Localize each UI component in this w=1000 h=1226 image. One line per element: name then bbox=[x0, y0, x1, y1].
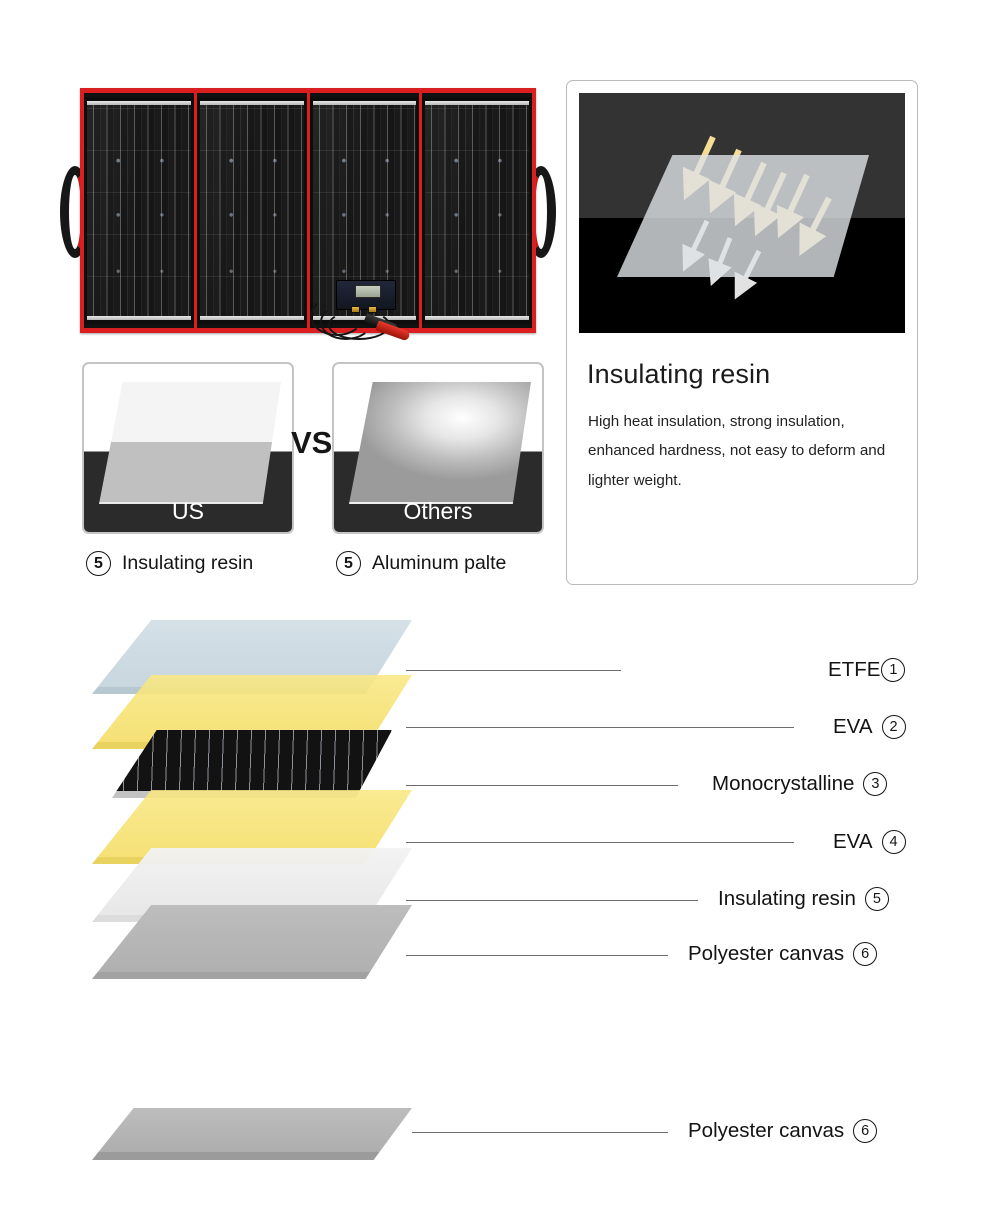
controller-lcd-screen bbox=[355, 285, 381, 298]
leader-line-monocrystalline bbox=[406, 785, 678, 786]
layer-label-eva-top-text: EVA bbox=[833, 715, 873, 738]
aluminum-plate-image bbox=[349, 382, 531, 504]
comparison-caption-us: 5 Insulating resin bbox=[86, 551, 253, 576]
comparison-badge-us: US bbox=[172, 498, 204, 524]
solar-panel-body bbox=[80, 88, 536, 333]
vs-separator-label: VS bbox=[291, 425, 333, 460]
charge-controller bbox=[336, 280, 396, 313]
layer-polyester-canvas bbox=[92, 905, 412, 979]
controller-port bbox=[368, 306, 377, 313]
layer-monocrystalline bbox=[112, 730, 392, 798]
leader-line-bottom-polyester-canvas bbox=[412, 1132, 668, 1133]
layer-label-etfe: ETFE 1 bbox=[828, 658, 906, 682]
layer-label-monocrystalline: Monocrystalline 3 bbox=[712, 772, 888, 796]
controller-port bbox=[351, 306, 360, 313]
layer-label-eva-top: EVA 2 bbox=[833, 715, 906, 739]
leader-line-insulating-resin bbox=[406, 900, 698, 901]
panel-fold bbox=[84, 93, 194, 328]
leader-line-polyester-canvas bbox=[406, 955, 668, 956]
comparison-caption-others-label: Aluminum palte bbox=[372, 552, 507, 574]
circled-number-icon: 6 bbox=[853, 942, 878, 966]
circled-number-icon: 5 bbox=[336, 551, 361, 576]
bottom-layer-label-text: Polyester canvas bbox=[688, 1119, 845, 1142]
cable bbox=[320, 304, 372, 340]
panel-fold bbox=[422, 93, 532, 328]
layer-label-polyester-canvas: Polyester canvas 6 bbox=[688, 942, 878, 966]
circled-number-icon: 6 bbox=[853, 1119, 878, 1143]
resin-card-body-text: High heat insulation, strong insulation,… bbox=[588, 413, 886, 489]
layer-label-eva-bottom: EVA 4 bbox=[833, 830, 906, 854]
layer-label-etfe-text: ETFE bbox=[828, 658, 881, 681]
layer-label-eva-bottom-text: EVA bbox=[833, 830, 873, 853]
circled-number-icon: 3 bbox=[863, 772, 888, 796]
bottom-layer-label: Polyester canvas 6 bbox=[688, 1119, 878, 1143]
insulating-resin-card: Insulating resin High heat insulation, s… bbox=[566, 80, 918, 585]
comparison-caption-us-label: Insulating resin bbox=[122, 552, 254, 574]
panel-fold bbox=[196, 93, 307, 328]
foldable-solar-panel-photo bbox=[58, 88, 558, 353]
comparison-card-others: Others bbox=[332, 362, 544, 534]
circled-number-icon: 5 bbox=[86, 551, 111, 576]
comparison-badge-others: Others bbox=[403, 498, 473, 524]
circled-number-icon: 5 bbox=[864, 887, 889, 911]
leader-line-eva-bottom bbox=[406, 842, 794, 843]
layer-label-polyester-canvas-text: Polyester canvas bbox=[688, 942, 845, 965]
circled-number-icon: 4 bbox=[881, 830, 906, 854]
comparison-caption-others: 5 Aluminum palte bbox=[336, 551, 506, 576]
leader-line-eva-top bbox=[406, 727, 794, 728]
circled-number-icon: 1 bbox=[881, 658, 906, 682]
comparison-card-us: US bbox=[82, 362, 294, 534]
circled-number-icon: 2 bbox=[881, 715, 906, 739]
insulating-resin-plate-image bbox=[99, 382, 281, 504]
layer-label-insulating-resin-text: Insulating resin bbox=[718, 887, 856, 910]
layer-label-monocrystalline-text: Monocrystalline bbox=[712, 772, 855, 795]
leader-line-etfe bbox=[406, 670, 621, 671]
resin-card-heading: Insulating resin bbox=[587, 359, 771, 389]
polyester-canvas-slab bbox=[92, 1108, 412, 1160]
layer-label-insulating-resin: Insulating resin 5 bbox=[718, 887, 889, 911]
heat-transfer-diagram bbox=[579, 93, 905, 333]
